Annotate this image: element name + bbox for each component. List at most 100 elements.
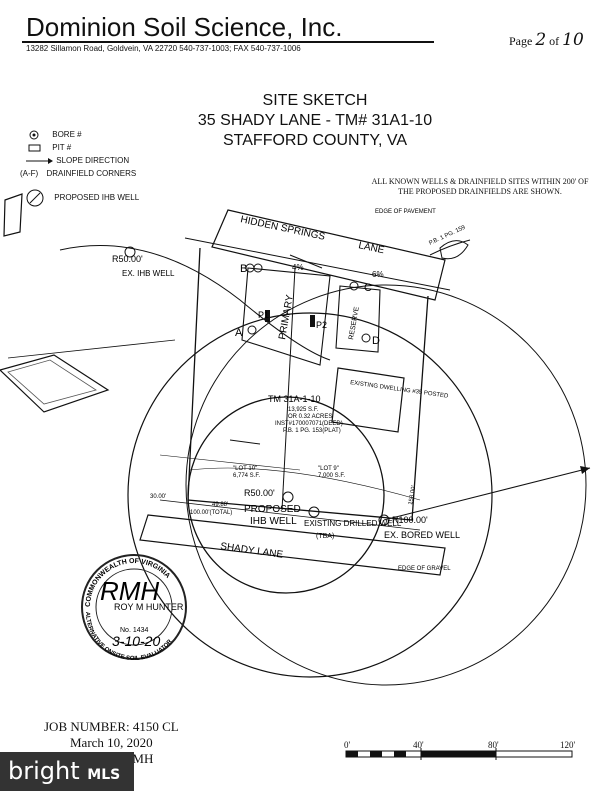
slope-pct2-label: 6% xyxy=(372,270,384,279)
ex-ihb-well-marker xyxy=(124,246,136,258)
primary-label: PRIMARY xyxy=(277,294,296,341)
arrow-right-icon xyxy=(26,158,53,164)
corner-b-label: B xyxy=(240,263,247,275)
corner-a-label: A xyxy=(235,327,243,339)
bore-marker xyxy=(361,333,371,343)
evaluator-seal: COMMONWEALTH OF VIRGINIA ALTERNATIVE ONS… xyxy=(81,554,187,662)
edge-gravel-label: EDGE OF GRAVEL xyxy=(398,566,451,572)
watermark-suffix: MLS xyxy=(87,767,121,783)
page-prefix: Page xyxy=(509,34,533,48)
scale-label-0: 0' xyxy=(344,740,351,750)
title-line-3: STAFFORD COUNTY, VA xyxy=(222,132,407,149)
adjacent-building-roof xyxy=(7,359,97,405)
job-date: March 10, 2020 xyxy=(70,735,153,750)
legend-well: PROPOSED IHB WELL xyxy=(26,188,139,208)
bored-well-radius-circle xyxy=(185,284,587,686)
shady-lane-right-of-way xyxy=(159,499,421,531)
contour-line xyxy=(189,467,421,501)
page-of: of xyxy=(549,34,560,48)
bore-marker xyxy=(247,325,257,335)
scale-label-120: 120' xyxy=(560,740,576,750)
property-boundary xyxy=(187,247,429,521)
road-cul-de-sac xyxy=(439,240,469,260)
well-icon xyxy=(26,189,44,207)
hidden-springs-road xyxy=(211,209,446,301)
existing-dwelling xyxy=(331,367,405,433)
scale-bar xyxy=(345,748,573,760)
adjacent-lot-line xyxy=(7,339,176,359)
reserve-drainfield xyxy=(335,285,381,353)
ex-ihb-well-label: EX. IHB WELL xyxy=(122,269,175,278)
edge-pavement-label: EDGE OF PAVEMENT xyxy=(375,209,436,215)
pit-p2-marker xyxy=(310,315,315,327)
pb-label: P.B. 1 PG. 159 xyxy=(428,225,467,247)
pavement-edge xyxy=(429,239,471,256)
sf-label: 13,925 S.F. xyxy=(288,407,319,413)
existing-drilled-well-marker xyxy=(308,506,320,518)
bore-marker xyxy=(253,263,263,273)
lot9-sf-label: 7,000 S.F. xyxy=(318,473,345,479)
dist-100-label: 100.00'(TOTAL) xyxy=(190,510,232,516)
p1-label: P1 xyxy=(258,310,269,320)
legend-bore: BORE # xyxy=(28,130,82,140)
slope-arrow xyxy=(289,254,323,269)
seal-name: ROY M HUNTER xyxy=(114,602,184,612)
existing-dwelling-label: EXISTING DWELLING #35 POSTED xyxy=(350,380,450,400)
acres-label: OR 0.32 ACRES xyxy=(288,414,332,420)
adjacent-lot-fragment xyxy=(3,193,23,237)
page-number: 2 xyxy=(535,30,547,50)
tm-label: TM 31A-1-10 xyxy=(268,394,321,404)
existing-drilled-label: EXISTING DRILLED WELL xyxy=(304,519,402,528)
seal-number: No. 1434 xyxy=(120,627,149,634)
ihb-well-label: IHB WELL xyxy=(250,516,297,527)
contour-line xyxy=(159,454,301,471)
proposed-label: PROPOSED xyxy=(244,504,301,515)
dist-158-label: 158.00' xyxy=(408,485,417,505)
slope-pct-label: 4% xyxy=(292,263,304,272)
page-indicator: Page 2 of 10 xyxy=(509,30,584,50)
bore-marker xyxy=(349,281,359,291)
title-line-2: 35 SHADY LANE - TM# 31A1-10 xyxy=(197,112,433,129)
ex-bored-well-marker xyxy=(378,514,390,526)
corner-c-label: C xyxy=(364,282,372,294)
watermark-brand: bright xyxy=(8,757,80,785)
r50-label: R50.00' xyxy=(112,254,143,264)
legend-slope: SLOPE DIRECTION xyxy=(24,156,129,166)
seal-date: 3-10-20 xyxy=(112,633,160,649)
header-rule xyxy=(22,41,434,43)
job-number: JOB NUMBER: 4150 CL xyxy=(44,719,179,734)
road-right-of-way xyxy=(184,237,451,291)
bright-mls-watermark: bright MLS xyxy=(0,752,134,791)
corner-d-label: D xyxy=(372,335,380,347)
shady-lane-road xyxy=(139,514,446,576)
tba-label: (TBA) xyxy=(316,533,334,540)
p2-label: P2 xyxy=(316,320,327,330)
wells-note: ALL KNOWN WELLS & DRAINFIELD SITES WITHI… xyxy=(371,177,589,196)
road-top-label: HIDDEN SPRINGS xyxy=(239,214,326,243)
instr-label: INST#170007071(DEED) xyxy=(275,421,343,427)
company-address: 13282 Sillamon Road, Goldvein, VA 22720 … xyxy=(26,44,301,53)
adjacent-building-outline xyxy=(0,354,110,413)
dist-49-label: 49.88' xyxy=(212,502,228,508)
well-radius-200-circle xyxy=(127,312,493,678)
lot9-label: "LOT 9" xyxy=(318,466,339,472)
proposed-ihb-well-marker xyxy=(282,491,294,503)
scale-label-80: 80' xyxy=(488,740,499,750)
reserve-label: RESERVE xyxy=(348,306,361,340)
bored-well-radius-line xyxy=(383,467,591,521)
lot10-label: "LOT 10" xyxy=(233,466,257,472)
r50b-label: R50.00' xyxy=(244,488,275,498)
r100-label: R100.00' xyxy=(392,515,428,525)
road-top-lane-label: LANE xyxy=(357,240,385,256)
road-bottom-label: SHADY LANE xyxy=(220,541,284,561)
legend-pit: PIT # xyxy=(28,143,71,153)
ex-bored-label: EX. BORED WELL xyxy=(384,530,460,540)
slope-arrow xyxy=(229,439,261,445)
scale-label-40: 40' xyxy=(413,740,424,750)
title-line-1: SITE SKETCH xyxy=(262,92,368,109)
page-total: 10 xyxy=(562,30,584,50)
dist-30-label: 30.00' xyxy=(150,494,166,500)
pit-icon xyxy=(28,144,41,152)
bore-icon xyxy=(29,130,39,140)
